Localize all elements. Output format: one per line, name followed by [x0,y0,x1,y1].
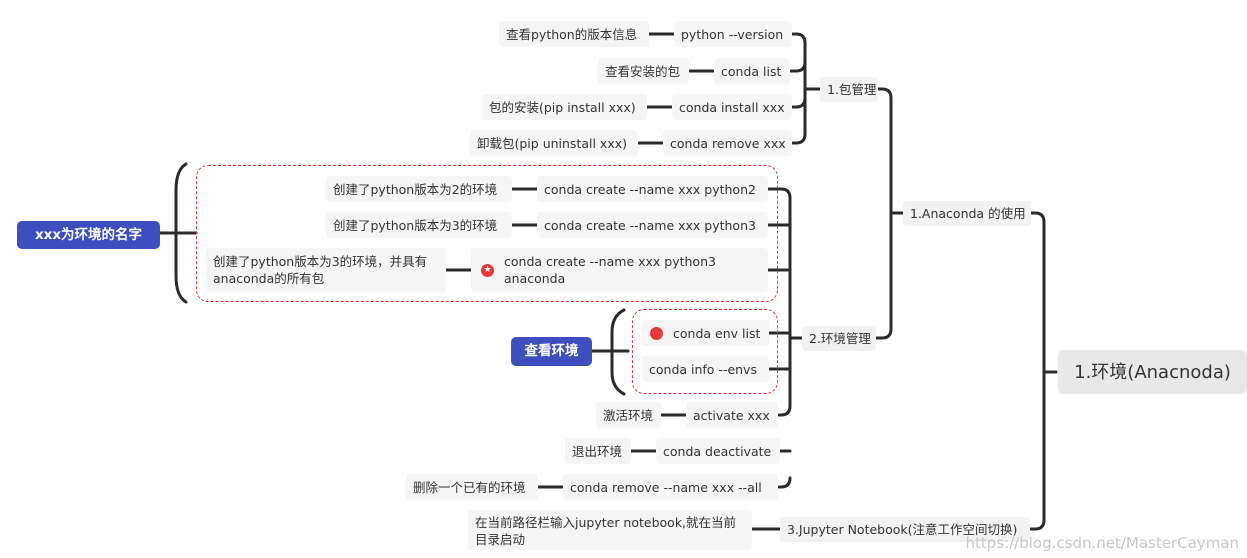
watermark: https://blog.csdn.net/MasterCayman [965,534,1239,552]
desc-activate[interactable]: 激活环境 [596,402,661,428]
cmd-create-python2[interactable]: conda create --name xxx python2 [537,176,768,202]
cmd-conda-install[interactable]: conda install xxx [672,94,792,120]
desc-conda-remove[interactable]: 卸载包(pip uninstall xxx) [470,130,638,156]
view-env-note[interactable]: 查看环境 [511,337,592,366]
cmd-conda-list[interactable]: conda list [714,58,790,84]
desc-create-anaconda[interactable]: 创建了python版本为3的环境，并具有anaconda的所有包 [206,248,446,292]
cmd-python-version[interactable]: python --version [674,21,792,47]
cmd-create-python3[interactable]: conda create --name xxx python3 [537,212,768,238]
cmd-conda-env-list[interactable]: conda env list [642,320,769,346]
anaconda-use-node[interactable]: 1.Anaconda 的使用 [903,201,1031,226]
cmd-create-anaconda[interactable]: ★ conda create --name xxx python3 anacon… [471,248,768,292]
create-env-group-frame [196,165,778,302]
cmd-conda-env-list-text: conda env list [673,325,761,341]
desc-python-version[interactable]: 查看python的版本信息 [499,21,649,47]
desc-create-python2[interactable]: 创建了python版本为2的环境 [326,176,512,202]
cmd-conda-info-envs[interactable]: conda info --envs [642,356,769,382]
jupyter-node[interactable]: 3.Jupyter Notebook(注意工作空间切换) [780,517,1030,542]
cmd-activate[interactable]: activate xxx [686,402,778,428]
desc-conda-install[interactable]: 包的安装(pip install xxx) [482,94,647,120]
package-management-node[interactable]: 1.包管理 [820,77,878,102]
red-dot-icon [650,326,663,340]
cmd-create-anaconda-text: conda create --name xxx python3 anaconda [504,254,716,286]
desc-deactivate[interactable]: 退出环境 [565,438,631,464]
jupyter-desc[interactable]: 在当前路径栏输入jupyter notebook,就在当前目录启动 [468,510,752,550]
env-name-note[interactable]: xxx为环境的名字 [17,221,160,249]
cmd-conda-remove[interactable]: conda remove xxx [663,130,792,156]
desc-conda-list[interactable]: 查看安装的包 [598,58,689,84]
star-icon: ★ [481,263,494,277]
cmd-remove-env[interactable]: conda remove --name xxx --all [563,474,778,500]
cmd-deactivate[interactable]: conda deactivate [656,438,780,464]
desc-remove-env[interactable]: 删除一个已有的环境 [406,474,538,500]
environment-management-node[interactable]: 2.环境管理 [802,326,876,351]
view-env-group-frame [632,309,778,394]
desc-create-python3[interactable]: 创建了python版本为3的环境 [326,212,512,238]
root-node[interactable]: 1.环境(Anacnoda) [1058,350,1247,394]
